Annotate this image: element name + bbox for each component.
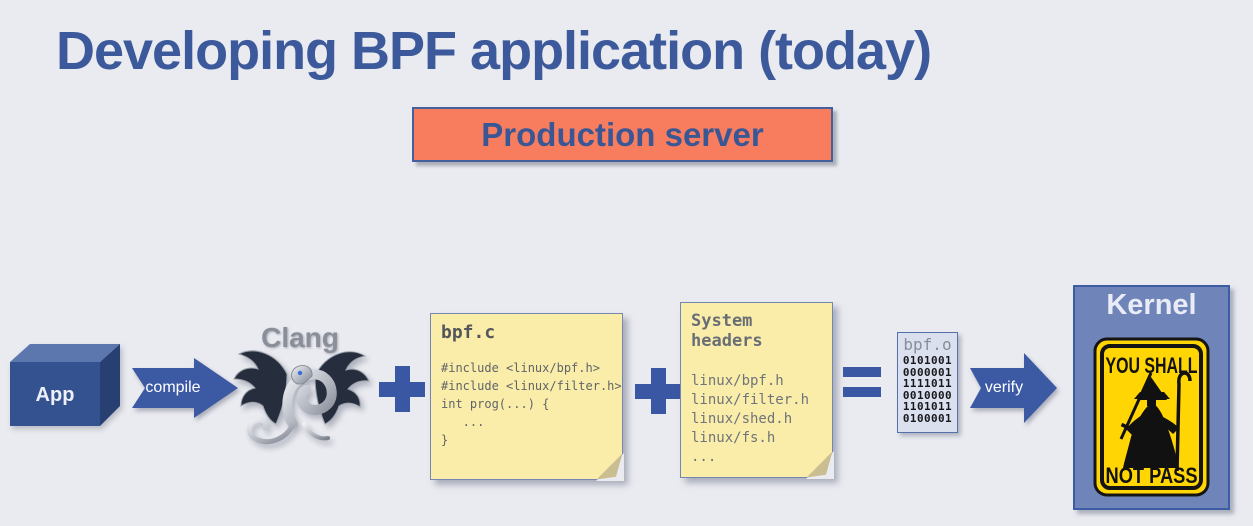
app-box: App — [10, 344, 120, 426]
bpf-c-note-code: #include <linux/bpf.h>#include <linux/fi… — [441, 361, 622, 447]
gandalf-silhouette — [1119, 371, 1192, 472]
you-shall-not-pass-sign: YOU SHALL NOT PASS — [1093, 337, 1210, 497]
verify-label: verify — [984, 379, 1024, 396]
dragon-eye — [297, 370, 303, 376]
bpf-c-note: bpf.c #include <linux/bpf.h>#include <li… — [430, 313, 624, 481]
system-headers-note-title: System headers — [691, 311, 763, 351]
kernel-box: Kernel YOU SHALL NOT PASS — [1073, 285, 1230, 510]
kernel-label: Kernel — [1106, 289, 1197, 321]
plus-icon-1 — [379, 366, 425, 412]
plus-icon-2 — [635, 368, 681, 414]
production-server-label: Production server — [481, 115, 764, 153]
app-box-side-face — [100, 344, 120, 426]
bpf-o-title: bpf.o — [903, 335, 952, 354]
compile-arrow: compile — [132, 358, 238, 418]
bpf-c-note-title: bpf.c — [441, 322, 496, 343]
bpf-o-box: bpf.o 0101001 0000001 1111011 0010000 11… — [897, 332, 958, 433]
clang-label: Clang — [261, 322, 339, 353]
equals-icon — [843, 367, 881, 397]
bpf-o-binary: 0101001 0000001 1111011 0010000 1101011 … — [902, 354, 953, 425]
verify-arrow: verify — [970, 353, 1057, 423]
slide-title: Developing BPF application (today) — [56, 21, 932, 81]
compile-arrow-shape — [132, 358, 238, 418]
app-box-front-face — [10, 362, 100, 426]
production-server-banner: Production server — [412, 107, 833, 162]
app-box-top-face — [10, 344, 120, 362]
app-label: App — [36, 384, 75, 406]
compile-label: compile — [145, 379, 201, 396]
verify-arrow-shape — [970, 353, 1057, 423]
clang-dragon-icon — [233, 350, 370, 445]
